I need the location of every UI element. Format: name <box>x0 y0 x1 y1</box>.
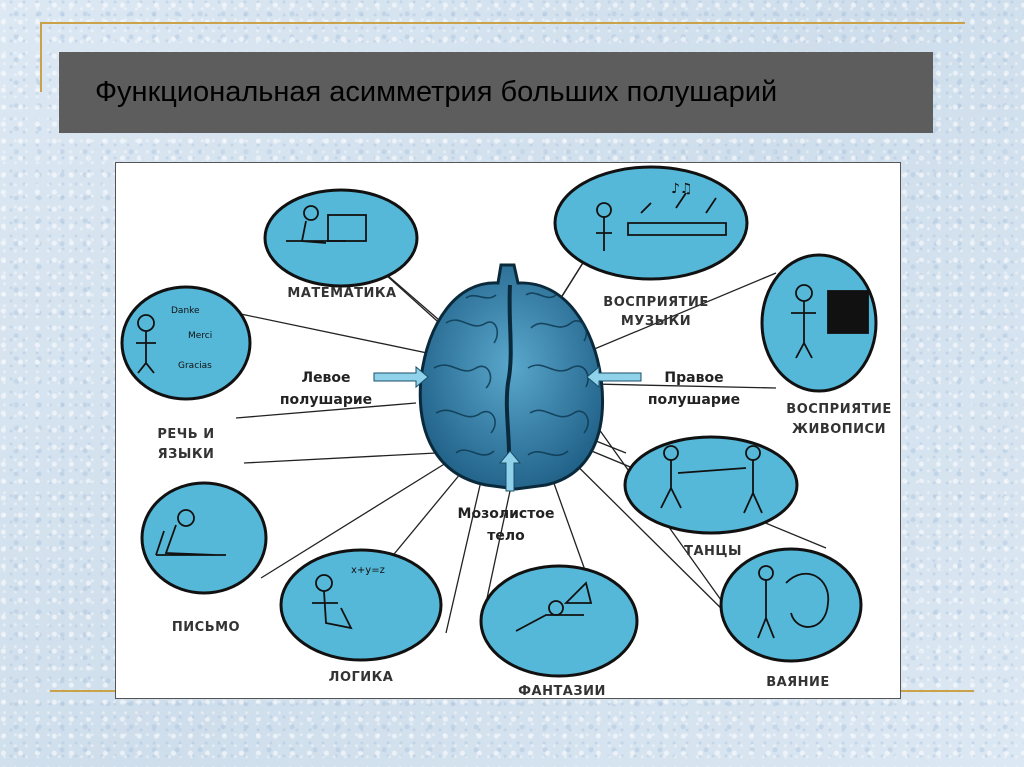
slide-title: Функциональная асимметрия больших полуша… <box>95 76 777 109</box>
label-sculpture: ВАЯНИЕ <box>766 675 830 690</box>
label-speech-line1: РЕЧЬ И <box>157 427 214 442</box>
label-fantasy: ФАНТАЗИИ <box>518 684 606 699</box>
label-painting-line1: ВОСПРИЯТИЕ <box>786 402 891 417</box>
brain-asymmetry-diagram: Danke Merci Gracias x+y=z ♪♫ МАТЕМАТИКА … <box>116 163 902 700</box>
bubble-writing <box>142 483 266 593</box>
label-corpus-callosum-line2: тело <box>487 528 525 544</box>
label-logic: ЛОГИКА <box>329 670 394 685</box>
speech-bubble-word-1: Danke <box>171 306 200 316</box>
bubble-fantasy <box>481 566 637 676</box>
label-speech-line2: ЯЗЫКИ <box>158 447 215 462</box>
decor-line-bottom-left <box>50 690 116 692</box>
logic-bubble-formula: x+y=z <box>351 565 385 576</box>
bubble-math <box>265 190 417 286</box>
label-painting-line2: ЖИВОПИСИ <box>792 422 886 437</box>
label-right-hemisphere-line1: Правое <box>664 370 723 386</box>
label-math: МАТЕМАТИКА <box>287 286 396 301</box>
label-corpus-callosum-line1: Мозолистое <box>458 506 555 522</box>
speech-bubble-word-3: Gracias <box>178 361 212 371</box>
decor-line-left <box>40 22 42 92</box>
speech-bubble-word-2: Merci <box>188 331 212 341</box>
decor-line-top <box>40 22 965 24</box>
label-right-hemisphere-line2: полушарие <box>648 392 740 408</box>
bubble-sculpture <box>721 549 861 661</box>
decor-line-bottom-right <box>901 690 974 692</box>
music-bubble-notes: ♪♫ <box>671 181 693 197</box>
label-dance: ТАНЦЫ <box>684 544 742 559</box>
label-left-hemisphere-line2: полушарие <box>280 392 372 408</box>
label-music-line2: МУЗЫКИ <box>621 314 691 329</box>
diagram-frame: Danke Merci Gracias x+y=z ♪♫ МАТЕМАТИКА … <box>115 162 901 699</box>
label-music-line1: ВОСПРИЯТИЕ <box>603 295 708 310</box>
slide-title-bar: Функциональная асимметрия больших полуша… <box>59 52 933 133</box>
label-left-hemisphere-line1: Левое <box>301 370 350 386</box>
label-writing: ПИСЬМО <box>172 620 240 635</box>
bubble-dance <box>625 437 797 533</box>
